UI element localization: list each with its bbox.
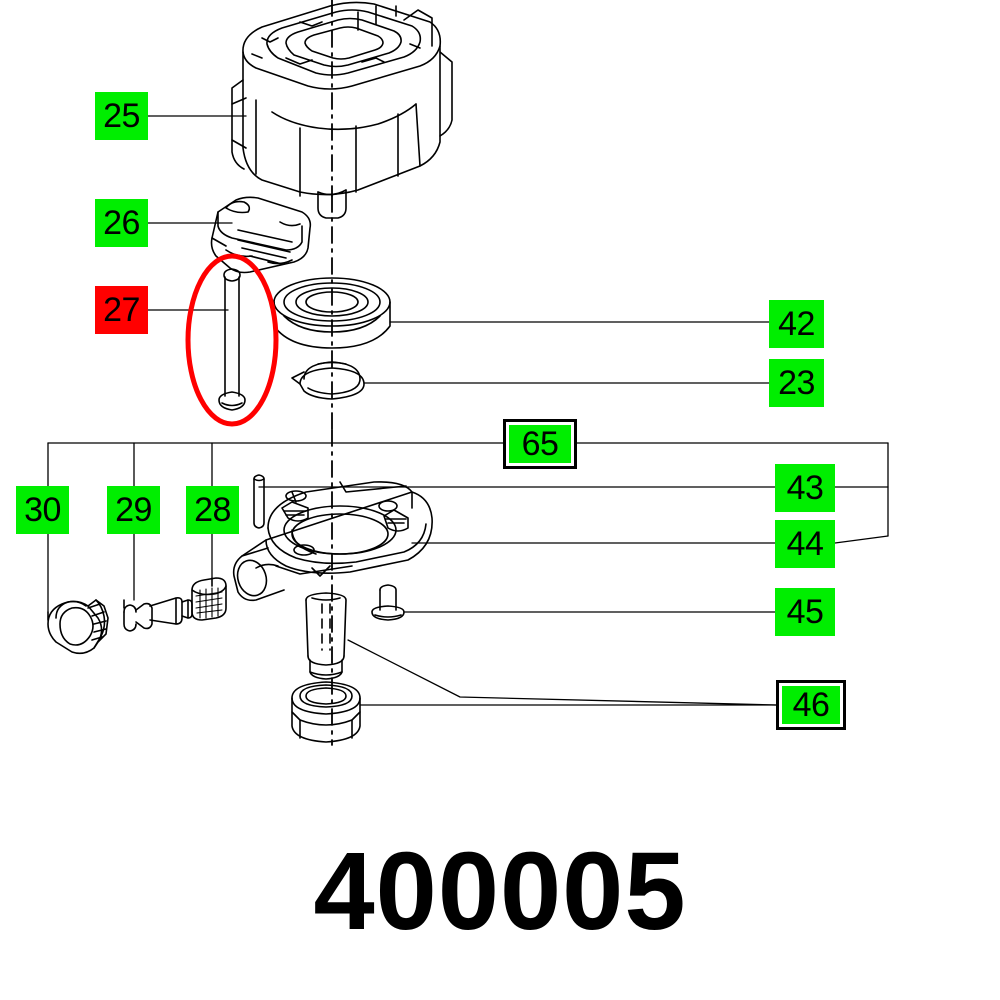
callout-label: 28 bbox=[194, 491, 231, 529]
callout-label-wrap: 46 bbox=[782, 686, 840, 724]
highlight-ellipse bbox=[185, 253, 279, 427]
callout-27-selected[interactable]: 27 bbox=[95, 286, 148, 334]
callout-label: 30 bbox=[24, 491, 61, 529]
part-ball-bearing bbox=[273, 277, 391, 349]
leader-lines bbox=[147, 115, 777, 706]
part-shoulder-screw bbox=[371, 584, 405, 621]
part-knob bbox=[47, 599, 109, 655]
callout-label: 65 bbox=[521, 425, 559, 463]
callout-43[interactable]: 43 bbox=[775, 464, 835, 512]
part-retaining-ring bbox=[291, 361, 365, 400]
part-number-text: 400005 bbox=[313, 830, 687, 953]
callout-label: 43 bbox=[786, 469, 824, 507]
callout-26[interactable]: 26 bbox=[95, 199, 148, 247]
part-knurled-sleeve bbox=[191, 577, 227, 621]
part-base-plate bbox=[232, 481, 433, 602]
callout-65[interactable]: 65 bbox=[503, 419, 577, 469]
callout-label: 25 bbox=[103, 97, 140, 135]
callout-30[interactable]: 30 bbox=[16, 486, 69, 534]
callout-label-wrap: 65 bbox=[509, 425, 571, 463]
assembly-bracket-65 bbox=[47, 442, 889, 613]
callout-label: 29 bbox=[115, 491, 152, 529]
callout-29[interactable]: 29 bbox=[107, 486, 160, 534]
callout-label: 42 bbox=[778, 305, 815, 343]
callout-label: 27 bbox=[103, 291, 140, 329]
callout-label: 44 bbox=[786, 525, 824, 563]
part-collet-nut bbox=[291, 681, 361, 743]
callout-44[interactable]: 44 bbox=[775, 520, 835, 568]
callout-28[interactable]: 28 bbox=[186, 486, 239, 534]
part-dowel-pin bbox=[253, 474, 265, 529]
callout-label: 23 bbox=[778, 364, 815, 402]
callout-25[interactable]: 25 bbox=[95, 92, 148, 140]
callout-42[interactable]: 42 bbox=[769, 300, 824, 348]
part-long-screw bbox=[218, 268, 246, 411]
part-clamp-bracket bbox=[210, 196, 312, 274]
callout-23[interactable]: 23 bbox=[769, 359, 824, 407]
callout-label: 45 bbox=[786, 593, 824, 631]
callout-label: 46 bbox=[792, 686, 830, 724]
callout-label: 26 bbox=[103, 204, 140, 242]
callout-45[interactable]: 45 bbox=[775, 588, 835, 636]
part-gear-housing bbox=[231, 1, 453, 219]
part-collet bbox=[305, 592, 347, 680]
callout-46[interactable]: 46 bbox=[776, 680, 846, 730]
part-knob-shaft bbox=[123, 597, 193, 632]
